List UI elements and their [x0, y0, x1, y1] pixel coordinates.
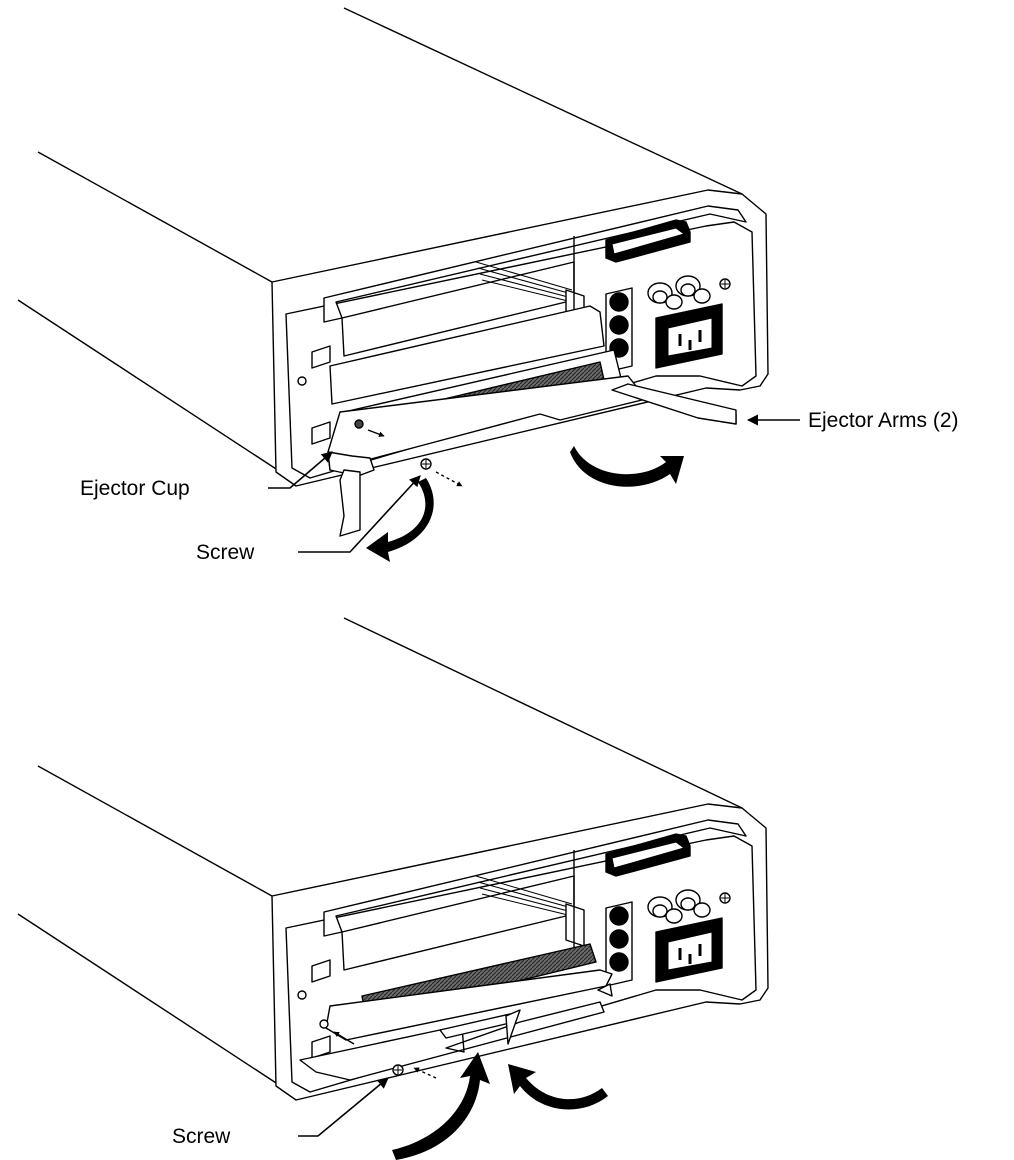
gpib-connector-icon	[605, 833, 691, 877]
bnc-connectors-icon	[647, 889, 711, 924]
right-ejector-arm-icon	[611, 383, 737, 425]
power-inlet-icon	[655, 303, 723, 369]
ejector-cup-leader	[268, 451, 333, 489]
curved-arrow-icon	[366, 478, 434, 562]
ejector-cup-icon	[327, 451, 375, 477]
top-panel	[17, 7, 769, 562]
bottom-panel	[17, 617, 769, 1160]
left-ejector-arm-icon	[339, 469, 361, 537]
curved-arrow-icon	[392, 1052, 490, 1160]
screw-label-top: Screw	[196, 541, 255, 564]
curved-arrow-icon	[508, 1064, 608, 1110]
plug-in-card	[299, 943, 613, 1081]
screw-label-bottom: Screw	[172, 1125, 231, 1148]
top-callout-leaders	[268, 414, 800, 553]
curved-arrow-icon	[570, 446, 684, 487]
gpib-connector-icon	[605, 219, 691, 263]
bnc-connectors-icon	[647, 275, 711, 310]
mounting-hole-icon	[297, 990, 307, 1000]
ejector-cup-label: Ejector Cup	[80, 477, 190, 500]
terminal-block-icon	[605, 901, 633, 987]
upper-card-bay	[341, 850, 585, 971]
ejector-arms-label: Ejector Arms (2)	[808, 409, 959, 432]
mounting-hole-icon	[297, 376, 307, 386]
screw-leader	[298, 1077, 389, 1137]
bottom-callout-leaders	[298, 1077, 389, 1137]
power-inlet-icon	[655, 917, 723, 983]
plug-in-card	[327, 305, 737, 537]
screw-leader	[298, 475, 421, 553]
